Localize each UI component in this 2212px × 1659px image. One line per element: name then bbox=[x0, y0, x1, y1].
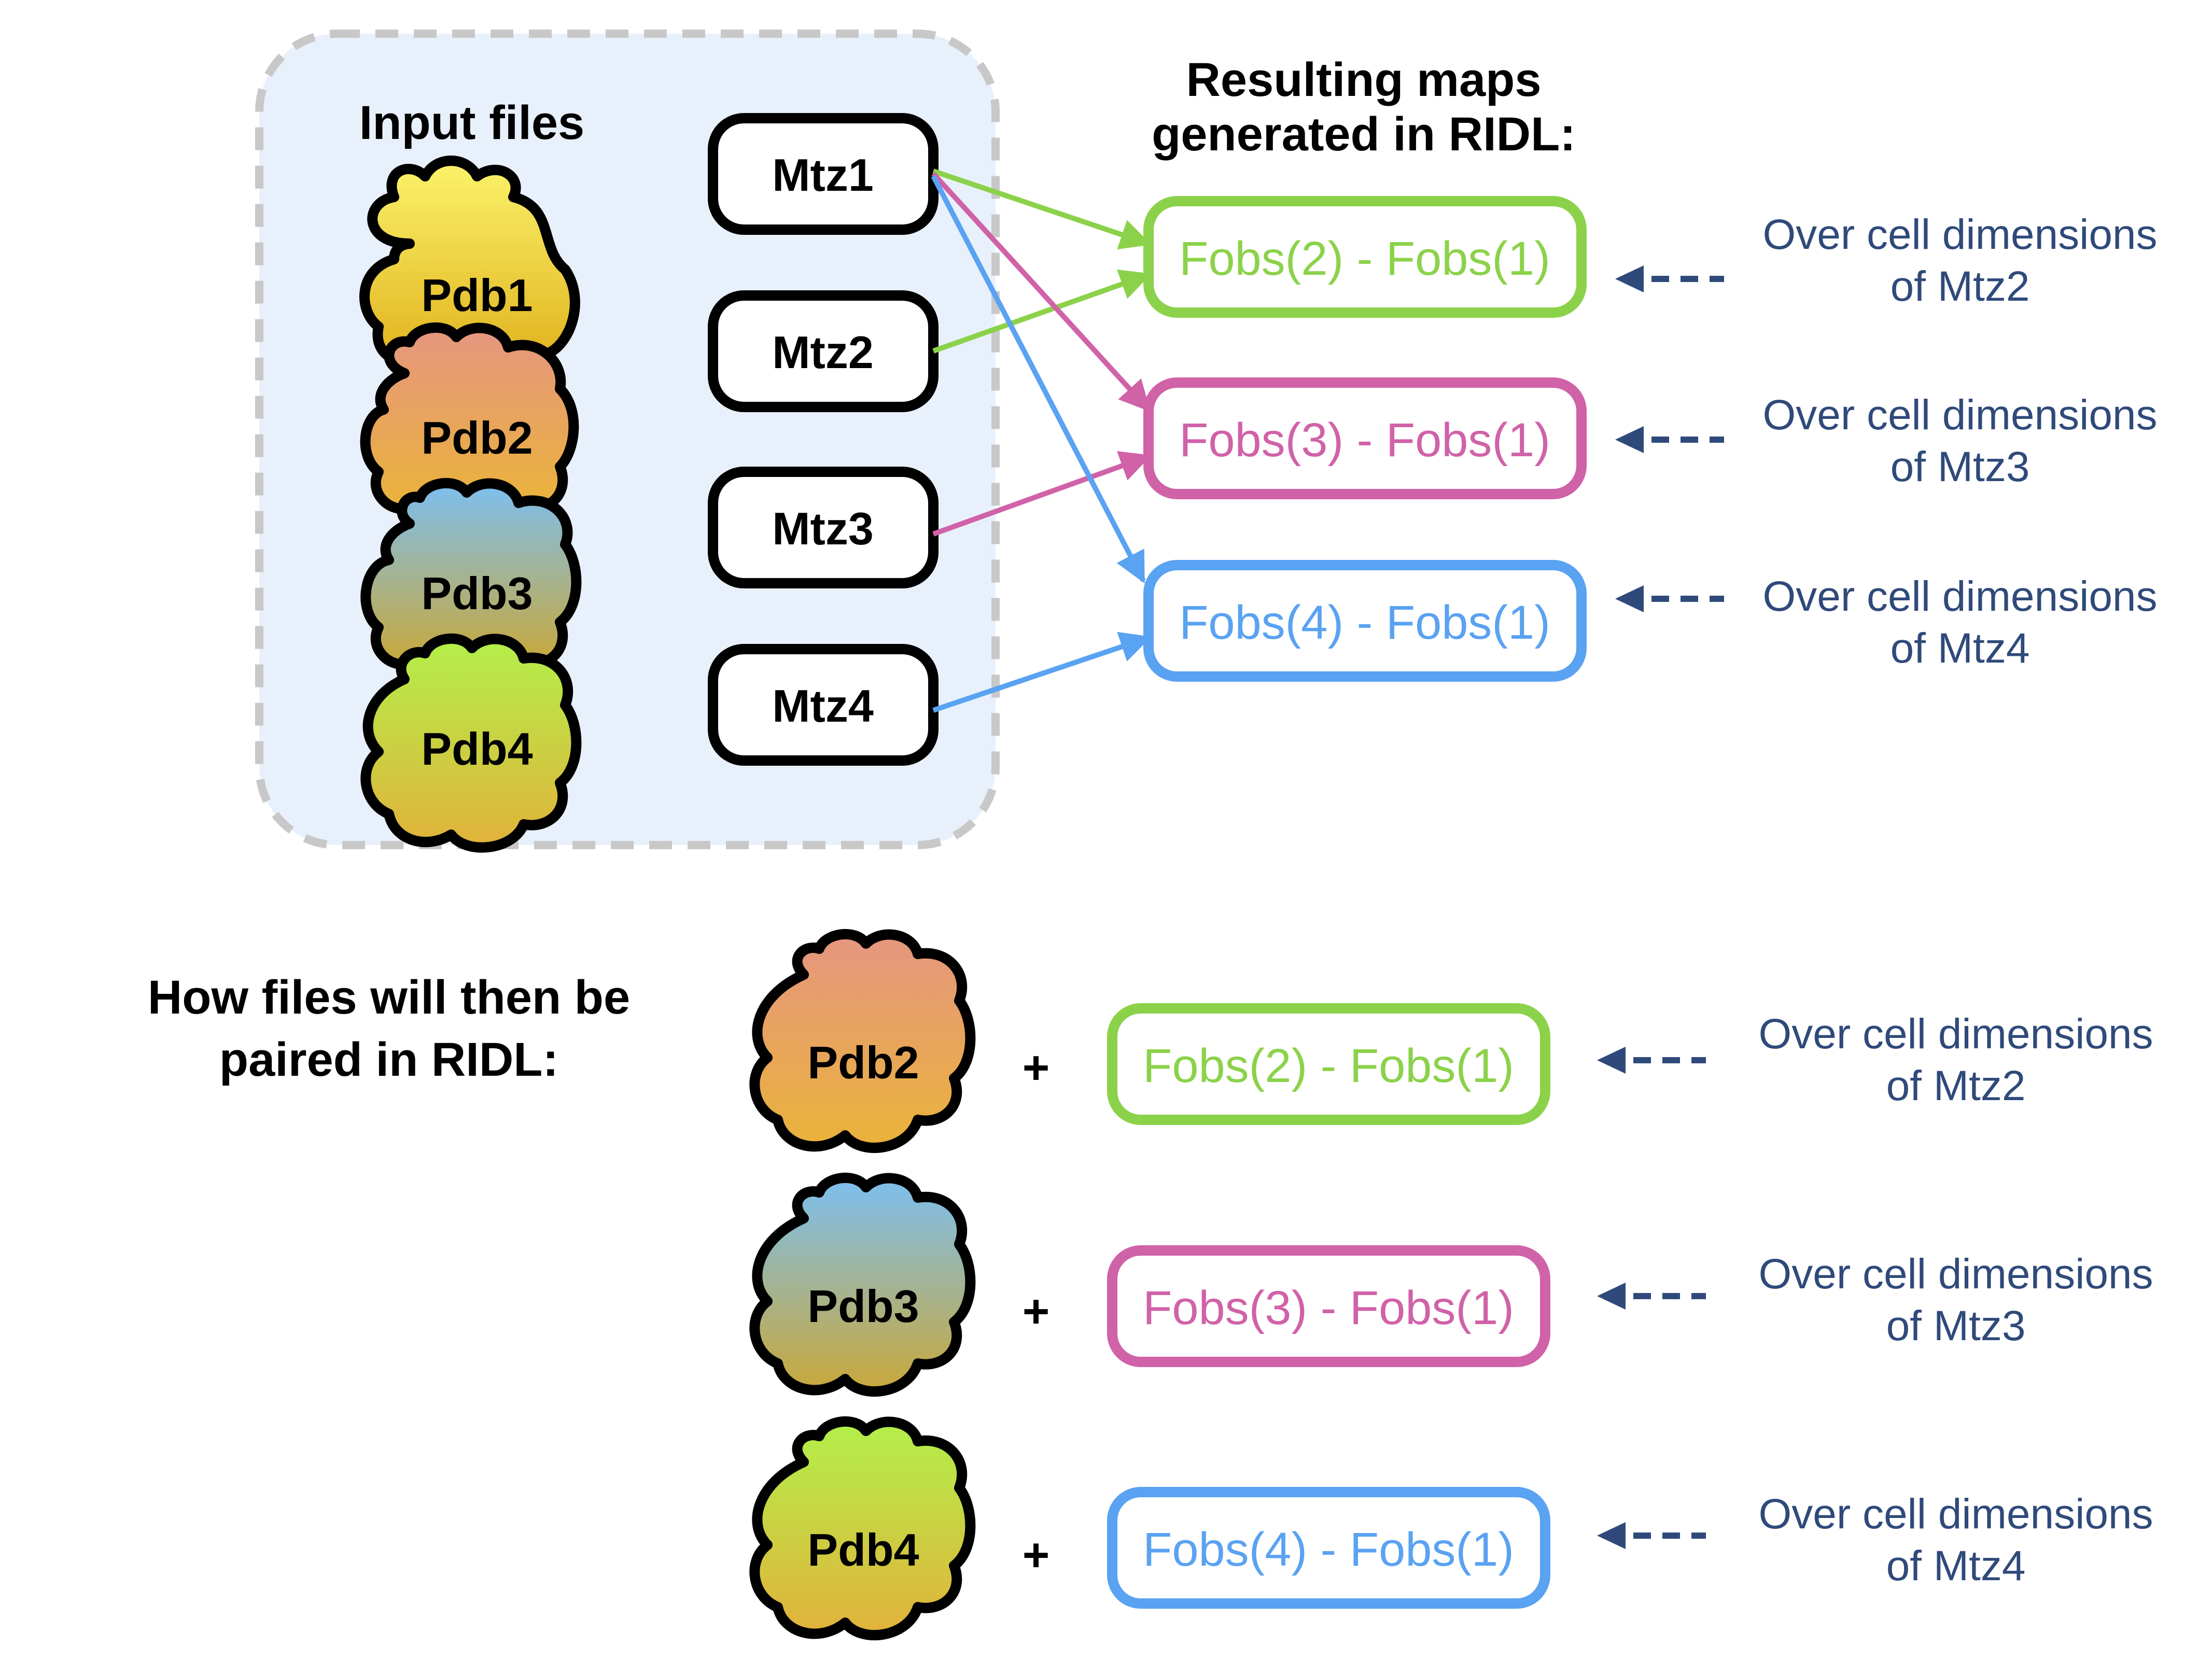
pairing-row-2-note-line1: Over cell dimensions bbox=[1758, 1250, 2153, 1298]
pairing-row-1-map-frame bbox=[1107, 1003, 1550, 1125]
mtz3-box-frame bbox=[708, 467, 939, 588]
pdb1-cloud-shape bbox=[359, 156, 580, 375]
pairing-row-2-map-label: Fobs(3) - Fobs(1) bbox=[1143, 1282, 1514, 1334]
pairing-row-2-note-line2: of Mtz3 bbox=[1886, 1302, 2026, 1349]
pdb-stack: Pdb1 Pdb2 Pdb3 Pdb4 bbox=[359, 156, 582, 853]
pairing-row-1: Pdb2 + Fobs(2) - Fobs(1) Over cell dimen… bbox=[749, 929, 2153, 1153]
pdb3-label: Pdb3 bbox=[421, 568, 533, 619]
arrow-mtz3-to-map3 bbox=[932, 451, 1152, 537]
note-map3-line2: of Mtz3 bbox=[1891, 443, 2030, 490]
pairing-row-1-note-line2: of Mtz2 bbox=[1886, 1062, 2026, 1109]
input-files-title: Input files bbox=[359, 96, 584, 149]
pdb4-cloud-shape bbox=[360, 633, 582, 853]
arrow-mtz1-to-map2 bbox=[932, 168, 1152, 250]
map-fobs2-fobs1-label: Fobs(2) - Fobs(1) bbox=[1179, 232, 1550, 285]
mtz1-label: Mtz1 bbox=[772, 149, 874, 201]
map-fobs3-fobs1: Fobs(3) - Fobs(1) bbox=[1143, 377, 1587, 499]
mtz4-label: Mtz4 bbox=[772, 680, 874, 732]
mtz1-box: Mtz1 bbox=[708, 113, 939, 235]
pairing-heading-line1: How files will then be bbox=[148, 971, 630, 1024]
pairing-row-3-pdb-label: Pdb4 bbox=[807, 1524, 919, 1576]
note-map2-line2: of Mtz2 bbox=[1891, 263, 2030, 310]
result-maps: Fobs(2) - Fobs(1) Fobs(3) - Fobs(1) Fobs… bbox=[1143, 196, 1587, 682]
pairing-row-3-pdb-cloud bbox=[749, 1416, 976, 1640]
mtz2-box-frame bbox=[708, 290, 939, 412]
pdb2-cloud-shape bbox=[360, 322, 579, 514]
pairing-row-2-plus: + bbox=[1023, 1286, 1050, 1338]
map-fobs3-fobs1-frame bbox=[1143, 377, 1587, 499]
pairing-row-2: Pdb3 + Fobs(3) - Fobs(1) Over cell dimen… bbox=[749, 1172, 2153, 1397]
pairing-row-1-plus: + bbox=[1023, 1042, 1050, 1094]
note-map2-line1: Over cell dimensions bbox=[1762, 211, 2157, 258]
pairing-row-3-map-frame bbox=[1107, 1487, 1550, 1609]
note-map3-line1: Over cell dimensions bbox=[1762, 391, 2157, 439]
pairing-row-1-pdb-cloud bbox=[749, 929, 976, 1153]
pairing-heading-line2: paired in RIDL: bbox=[219, 1033, 558, 1086]
pdb4-label: Pdb4 bbox=[421, 723, 533, 775]
results-heading-line2: generated in RIDL: bbox=[1152, 108, 1576, 161]
pairing-row-3-note-line2: of Mtz4 bbox=[1886, 1542, 2026, 1590]
note-arrowhead-icon bbox=[1597, 1047, 1626, 1074]
note-arrow-map2 bbox=[1615, 265, 1724, 292]
pairing-heading: How files will then be paired in RIDL: bbox=[148, 971, 630, 1086]
map-fobs2-fobs1-frame bbox=[1143, 196, 1587, 318]
note-arrowhead-icon bbox=[1597, 1522, 1626, 1549]
mtz2-label: Mtz2 bbox=[772, 327, 874, 378]
note-map4-line1: Over cell dimensions bbox=[1762, 573, 2157, 620]
pairing-row-2-pdb-cloud bbox=[749, 1172, 976, 1397]
pairing-row-1-map-label: Fobs(2) - Fobs(1) bbox=[1143, 1039, 1514, 1092]
note-arrowhead-icon bbox=[1615, 265, 1644, 292]
note-arrowhead-icon bbox=[1615, 426, 1644, 453]
pdb4-cloud: Pdb4 bbox=[360, 633, 582, 853]
arrow-mtz1-to-map4 bbox=[931, 175, 1146, 584]
mtz3-box: Mtz3 bbox=[708, 467, 939, 588]
mtz4-box-frame bbox=[708, 644, 939, 766]
results-heading-line1: Resulting maps bbox=[1186, 53, 1541, 106]
note-arrow-map4 bbox=[1615, 585, 1724, 612]
mtz-column: Mtz1 Mtz2 Mtz3 Mtz4 bbox=[708, 113, 939, 766]
map-fobs4-fobs1-label: Fobs(4) - Fobs(1) bbox=[1179, 596, 1550, 649]
map-fobs3-fobs1-label: Fobs(3) - Fobs(1) bbox=[1179, 414, 1550, 467]
pdb1-label: Pdb1 bbox=[421, 270, 533, 321]
result-notes: Over cell dimensions of Mtz2 Over cell d… bbox=[1615, 211, 2158, 672]
note-arrowhead-icon bbox=[1597, 1283, 1626, 1310]
pdb1-cloud: Pdb1 bbox=[359, 156, 580, 375]
map-fobs4-fobs1: Fobs(4) - Fobs(1) bbox=[1143, 560, 1587, 682]
results-heading: Resulting maps generated in RIDL: bbox=[1152, 53, 1576, 161]
map-fobs4-fobs1-frame bbox=[1143, 560, 1587, 682]
map-fobs2-fobs1: Fobs(2) - Fobs(1) bbox=[1143, 196, 1587, 318]
pairing-row-1-note-line1: Over cell dimensions bbox=[1758, 1010, 2153, 1058]
pdb2-cloud: Pdb2 bbox=[360, 322, 579, 514]
note-map4-line2: of Mtz4 bbox=[1891, 625, 2030, 672]
mtz4-box: Mtz4 bbox=[708, 644, 939, 766]
pairing-row-3: Pdb4 + Fobs(4) - Fobs(1) Over cell dimen… bbox=[749, 1416, 2153, 1640]
pdb2-label: Pdb2 bbox=[421, 412, 533, 463]
arrow-mtz2-to-map2 bbox=[932, 269, 1152, 354]
note-arrowhead-icon bbox=[1615, 585, 1644, 612]
pairing-row-3-map-label: Fobs(4) - Fobs(1) bbox=[1143, 1523, 1514, 1576]
pairing-row-2-pdb-label: Pdb3 bbox=[807, 1281, 919, 1332]
mtz2-box: Mtz2 bbox=[708, 290, 939, 412]
note-arrow-map3 bbox=[1615, 426, 1724, 453]
pdb3-cloud: Pdb3 bbox=[360, 477, 582, 670]
pairing-row-2-map-frame bbox=[1107, 1245, 1550, 1367]
pairing-row-3-note-line1: Over cell dimensions bbox=[1758, 1491, 2153, 1538]
connector-arrows bbox=[931, 168, 1152, 713]
pdb3-cloud-shape bbox=[360, 477, 582, 670]
arrow-mtz1-to-map3 bbox=[931, 172, 1151, 412]
pairing-row-1-pdb-label: Pdb2 bbox=[807, 1037, 919, 1088]
mtz3-label: Mtz3 bbox=[772, 503, 874, 554]
arrow-mtz4-to-map4 bbox=[932, 631, 1152, 713]
pairing-row-3-plus: + bbox=[1023, 1529, 1050, 1581]
